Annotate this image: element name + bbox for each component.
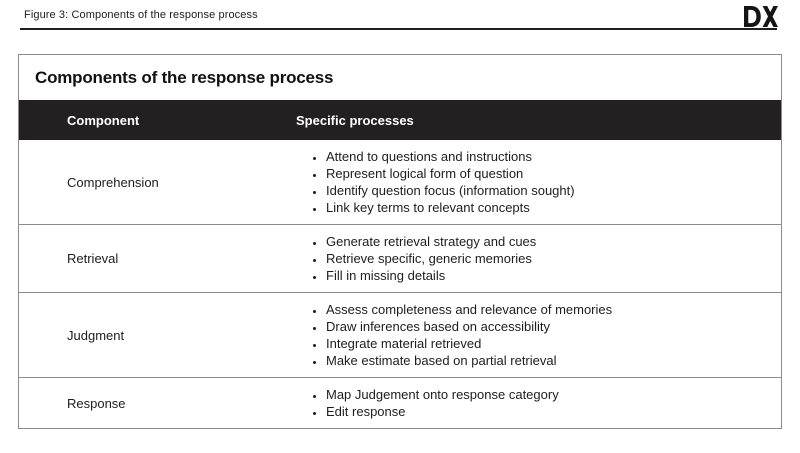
process-item: Link key terms to relevant concepts — [326, 199, 771, 216]
column-header-component: Component — [67, 112, 140, 128]
table-row: Judgment Assess completeness and relevan… — [19, 292, 781, 377]
figure-table: Components of the response process Compo… — [18, 54, 782, 429]
process-item: Attend to questions and instructions — [326, 148, 771, 165]
process-list: Map Judgement onto response categoryEdit… — [296, 386, 781, 420]
process-list: Generate retrieval strategy and cuesRetr… — [296, 233, 781, 284]
component-cell: Response — [67, 395, 126, 411]
component-cell: Judgment — [67, 327, 125, 343]
table-body: Comprehension Attend to questions and in… — [19, 140, 781, 428]
figure-caption: Figure 3: Components of the response pro… — [24, 9, 258, 21]
table-title: Components of the response process — [35, 67, 334, 87]
table-header-row: Component Specific processes — [19, 100, 781, 140]
process-item: Draw inferences based on accessibility — [326, 318, 771, 335]
header-divider-rule — [20, 28, 777, 30]
process-item: Assess completeness and relevance of mem… — [326, 301, 771, 318]
dx-logo-icon — [744, 6, 778, 27]
component-cell: Retrieval — [67, 251, 119, 266]
table-row: Comprehension Attend to questions and in… — [19, 140, 781, 224]
table-row: Response Map Judgement onto response cat… — [19, 377, 781, 428]
process-list: Assess completeness and relevance of mem… — [296, 301, 781, 369]
process-item: Make estimate based on partial retrieval — [326, 352, 771, 369]
column-header-specific-processes: Specific processes — [296, 112, 414, 128]
process-item: Fill in missing details — [326, 267, 771, 284]
table-row: Retrieval Generate retrieval strategy an… — [19, 224, 781, 292]
process-item: Edit response — [326, 403, 771, 420]
process-item: Integrate material retrieved — [326, 335, 771, 352]
process-list: Attend to questions and instructionsRepr… — [296, 148, 781, 216]
process-item: Generate retrieval strategy and cues — [326, 233, 771, 250]
process-item: Map Judgement onto response category — [326, 386, 771, 403]
process-item: Represent logical form of question — [326, 165, 771, 182]
component-cell: Comprehension — [67, 174, 159, 190]
process-item: Identify question focus (information sou… — [326, 182, 771, 199]
process-item: Retrieve specific, generic memories — [326, 250, 771, 267]
